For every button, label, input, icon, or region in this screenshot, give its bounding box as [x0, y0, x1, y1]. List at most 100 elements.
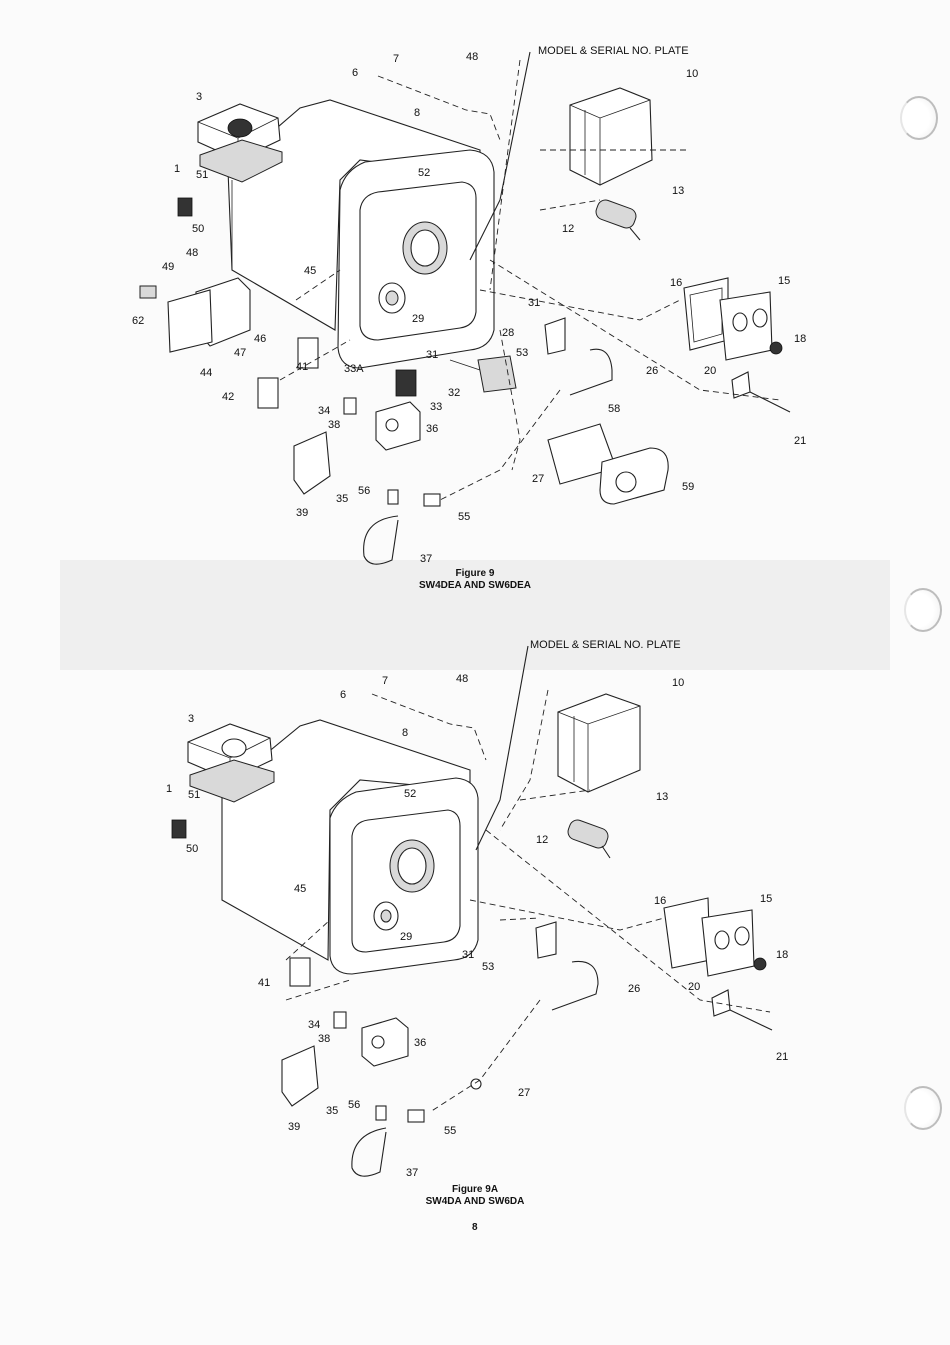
- callout: 51: [188, 789, 200, 801]
- callout: 6: [352, 67, 358, 79]
- part-18-nut: [769, 341, 783, 355]
- callout: 15: [760, 893, 772, 905]
- callout: 41: [296, 361, 308, 373]
- part-10-shield: [569, 87, 653, 186]
- part-15-cover: [719, 291, 773, 361]
- callout: 39: [296, 507, 308, 519]
- part-53-bracket: [544, 317, 566, 355]
- callout: 55: [458, 511, 470, 523]
- callout: 52: [418, 167, 430, 179]
- callout: 51: [196, 169, 208, 181]
- callout: 31: [426, 349, 438, 361]
- callout: 53: [516, 347, 528, 359]
- part-10-shield: [557, 693, 641, 793]
- callout: 8: [414, 107, 420, 119]
- callout: 3: [196, 91, 202, 103]
- callout-labels: MODEL & SERIAL NO. PLATE 7 48 6 8 10 3 1…: [166, 639, 788, 1179]
- callout: 35: [326, 1105, 338, 1117]
- callout: 27: [518, 1087, 530, 1099]
- binder-hole-top: [900, 96, 938, 140]
- callout: 12: [562, 223, 574, 235]
- callout: 16: [654, 895, 666, 907]
- callout: 33A: [344, 363, 364, 375]
- callout: 10: [672, 677, 684, 689]
- part-51: [171, 819, 187, 839]
- callout: 48: [456, 673, 468, 685]
- callout: 6: [340, 689, 346, 701]
- part-33: [395, 369, 417, 397]
- binder-hole-middle: [904, 588, 942, 632]
- callout: 56: [348, 1099, 360, 1111]
- part-34-fitting: [343, 397, 357, 415]
- door-frame: [337, 149, 495, 369]
- callout: 29: [412, 313, 424, 325]
- assembly-lines: [285, 645, 771, 1113]
- callout: 56: [358, 485, 370, 497]
- callout: 1: [174, 163, 180, 175]
- part-41-switch: [297, 337, 319, 369]
- callout: 21: [776, 1051, 788, 1063]
- callout: 48: [186, 247, 198, 259]
- callout-labels: MODEL & SERIAL NO. PLATE 7 48 6 8 3 1 51…: [132, 45, 806, 565]
- figure-9a-title: Figure 9A: [451, 1184, 499, 1195]
- part-37-tube: [351, 1127, 387, 1177]
- callout: 36: [426, 423, 438, 435]
- callout: 47: [234, 347, 246, 359]
- callout: 27: [532, 473, 544, 485]
- part-20-bracket: [711, 989, 731, 1017]
- callout: 16: [670, 277, 682, 289]
- part-41-switch: [289, 957, 311, 987]
- callout: 15: [778, 275, 790, 287]
- callout: 38: [328, 419, 340, 431]
- part-47-box: [167, 277, 251, 353]
- part-35-bracket: [281, 1045, 319, 1107]
- callout: 12: [536, 834, 548, 846]
- callout: 26: [628, 983, 640, 995]
- callout: 31: [462, 949, 474, 961]
- callout: 33: [430, 401, 442, 413]
- part-53-bracket: [535, 921, 557, 959]
- part-15-cover: [701, 909, 755, 977]
- door-frame: [329, 777, 479, 975]
- callout: 1: [166, 783, 172, 795]
- part-37-tube: [363, 515, 399, 565]
- part-26-tube: [569, 348, 613, 396]
- figure-9a-caption: Figure 9A SW4DA AND SW6DA: [370, 1184, 580, 1208]
- callout: 37: [420, 553, 432, 565]
- part-27-fitting: [470, 1078, 482, 1090]
- callout: 59: [682, 481, 694, 493]
- callout: 62: [132, 315, 144, 327]
- part-18-nut: [753, 957, 767, 971]
- part-21-electrode: [729, 1009, 773, 1031]
- part-1-plate: [189, 759, 275, 803]
- callout: 20: [704, 365, 716, 377]
- callout: 44: [200, 367, 212, 379]
- part-35-bracket: [293, 431, 331, 495]
- model-plate-label: MODEL & SERIAL NO. PLATE: [538, 45, 689, 57]
- callout: 13: [656, 791, 668, 803]
- callout: 48: [466, 51, 478, 63]
- part-62: [139, 285, 157, 299]
- callout: 10: [686, 68, 698, 80]
- callout: 3: [188, 713, 194, 725]
- callout: 58: [608, 403, 620, 415]
- part-55-fitting: [407, 1109, 425, 1123]
- callout: 37: [406, 1167, 418, 1179]
- part-12-igniter: [595, 199, 641, 241]
- callout: 18: [776, 949, 788, 961]
- part-26-tube: [551, 960, 599, 1011]
- figure-9a-models: SW4DA AND SW6DA: [425, 1196, 525, 1207]
- callout: 21: [794, 435, 806, 447]
- model-plate-label: MODEL & SERIAL NO. PLATE: [530, 639, 681, 651]
- callout: 39: [288, 1121, 300, 1133]
- part-55-fitting: [423, 493, 441, 507]
- figure-9-models: SW4DEA AND SW6DEA: [418, 580, 532, 591]
- callout: 49: [162, 261, 174, 273]
- binder-hole-bottom: [904, 1086, 942, 1130]
- page-number: 8: [472, 1222, 478, 1233]
- part-56-fitting: [387, 489, 399, 505]
- part-36-gas-valve: [375, 401, 421, 451]
- callout: 8: [402, 727, 408, 739]
- callout: 7: [382, 675, 388, 687]
